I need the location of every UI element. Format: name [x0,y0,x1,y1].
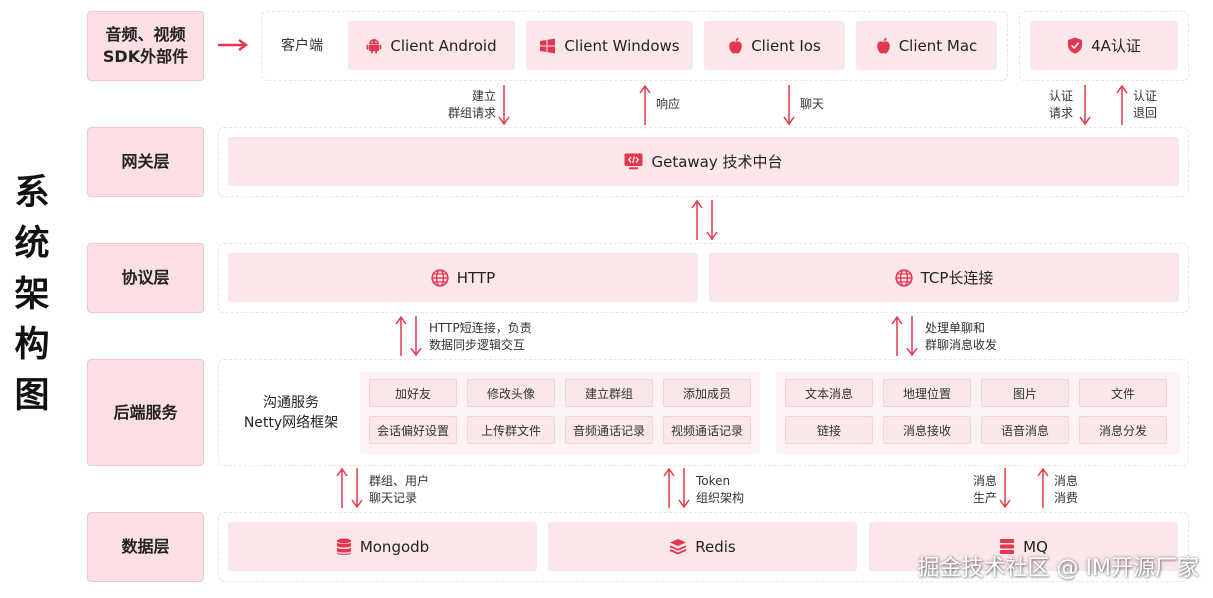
up-arrow [1115,84,1129,126]
service-feature-chip: 添加成员 [663,379,751,407]
title-char: 图 [14,376,50,416]
left-chip-group: 加好友修改头像建立群组添加成员会话偏好设置上传群文件音频通话记录视频通话记录 [360,372,760,454]
service-feature-chip: 上传群文件 [467,416,555,444]
chat-note: 聊天 [800,97,825,111]
service-feature-chip: 视频通话记录 [663,416,751,444]
android-icon [366,37,382,54]
down-arrow [350,467,364,509]
tcp-note: 处理单聊和 群聊消息收发 [925,321,998,352]
down-arrow [705,199,719,241]
layer-label-external: 音频、视频SDK外部件 [87,11,204,81]
message-feature-chip: 文本消息 [785,379,873,407]
client-mac-box: Client Mac [856,21,997,70]
up-arrow [394,315,408,357]
client-mac-label: Client Mac [898,36,978,55]
client-ios-label: Client Ios [751,36,821,55]
up-arrow [662,467,676,509]
auth-request-note: 认证 请求 [1049,89,1074,120]
message-feature-chip: 链接 [785,416,873,444]
layer-label-backend: 后端服务 [87,359,204,466]
mongodb-box: Mongodb [228,522,537,571]
title-char: 统 [14,223,50,264]
service-title: 沟通服务 Netty网络框架 [243,395,339,431]
title-char: 构 [14,325,50,366]
watermark: 掘金技术社区 @ IM开源厂家 [917,556,1199,581]
external-arrow [217,38,249,52]
message-feature-chip: 消息分发 [1079,416,1167,444]
redis-box: Redis [548,522,857,571]
client-label: 客户端 [281,38,323,54]
message-feature-chip: 地理位置 [883,379,971,407]
mq-label: MQ [1023,537,1048,556]
message-feature-chip: 图片 [981,379,1069,407]
right-chip-group: 文本消息地理位置图片文件链接消息接收语音消息消息分发 [776,372,1180,454]
down-arrow [497,84,511,126]
up-arrow [890,315,904,357]
layer-label-data: 数据层 [87,512,204,582]
mongo-note: 群组、用户 聊天记录 [369,474,430,505]
up-arrow [335,467,349,509]
layer-label-protocol: 协议层 [87,243,204,313]
up-arrow [690,199,704,241]
http-note: HTTP短连接，负责 数据同步逻辑交互 [429,321,532,352]
http-box: HTTP [228,253,698,302]
tcp-label: TCP长连接 [920,269,994,287]
layer-label-gateway: 网关层 [87,127,204,197]
response-note: 响应 [656,97,681,111]
up-arrow [638,84,652,126]
mq-produce-note: 消息 生产 [972,474,997,505]
queue-icon [999,538,1015,555]
apple-icon [876,37,891,54]
apple-icon [728,37,743,54]
message-feature-chip: 文件 [1079,379,1167,407]
redis-label: Redis [695,537,736,556]
code-window-icon [624,153,643,170]
shield-icon [1067,37,1083,54]
service-feature-chip: 会话偏好设置 [369,416,457,444]
layers-icon [669,538,687,555]
message-feature-chip: 消息接收 [883,416,971,444]
mongodb-label: Mongodb [359,537,430,556]
title-char: 架 [14,274,50,315]
database-icon [336,538,352,556]
redis-note: Token 组织架构 [696,474,745,505]
title-char: 系 [14,173,50,213]
down-arrow [782,84,796,126]
mq-box: MQ [869,522,1178,571]
down-arrow [409,315,423,357]
client-ios-box: Client Ios [704,21,845,70]
auth-label: 4A认证 [1091,37,1141,55]
client-android-label: Client Android [390,36,497,55]
http-label: HTTP [456,268,496,287]
gateway-box: Getaway 技术中台 [228,137,1179,186]
client-android-box: Client Android [348,21,515,70]
windows-icon [539,38,556,54]
auth-box: 4A认证 [1030,21,1178,70]
client-windows-box: Client Windows [526,21,693,70]
globe-icon [431,268,449,287]
up-arrow [1036,467,1050,509]
auth-return-note: 认证 退回 [1133,89,1158,120]
message-feature-chip: 语音消息 [981,416,1069,444]
globe-icon [894,268,913,287]
diagram-title: 系统架构图 [12,168,52,422]
client-windows-label: Client Windows [564,36,680,55]
service-feature-chip: 建立群组 [565,379,653,407]
gateway-label: Getaway 技术中台 [651,153,783,171]
build-group-note: 建立 群组请求 [447,89,496,120]
down-arrow [1078,84,1092,126]
down-arrow [998,467,1012,509]
service-feature-chip: 修改头像 [467,379,555,407]
down-arrow [905,315,919,357]
service-feature-chip: 加好友 [369,379,457,407]
mq-consume-note: 消息 消费 [1054,474,1079,505]
service-feature-chip: 音频通话记录 [565,416,653,444]
down-arrow [677,467,691,509]
tcp-box: TCP长连接 [709,253,1179,302]
